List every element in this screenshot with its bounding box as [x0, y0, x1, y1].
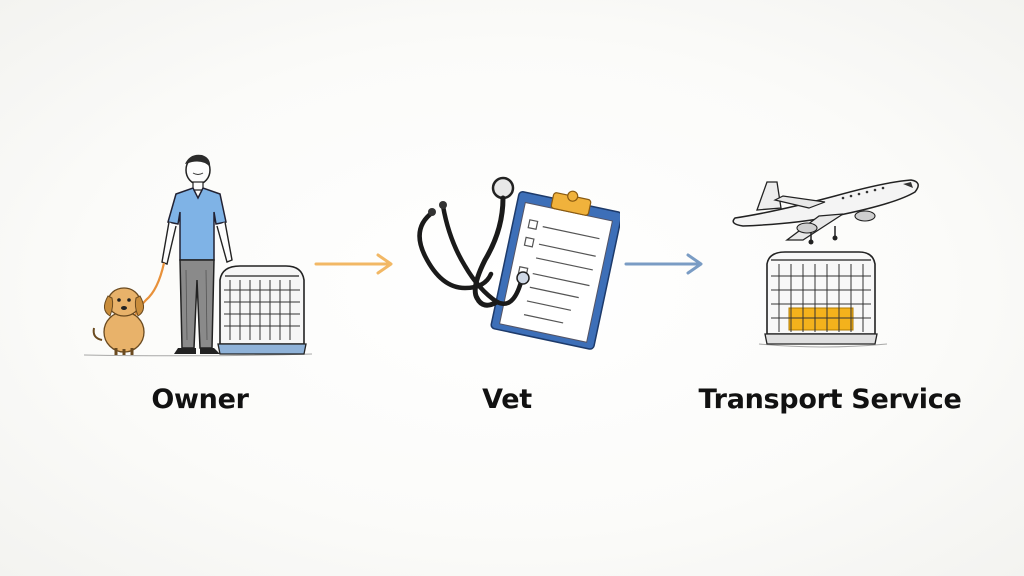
flow-arrow-vet-to-transport [624, 252, 706, 276]
flow-arrow-owner-to-vet [314, 252, 396, 276]
vet-illustration [405, 170, 620, 350]
cargo-crate-icon [758, 251, 888, 348]
stethoscope-clipboard-icon [417, 176, 620, 350]
arrow-right-icon [314, 253, 393, 275]
person-icon [161, 154, 233, 354]
pet-crate-icon [217, 265, 307, 355]
stage-label-owner: Owner [151, 384, 249, 415]
dog-icon [92, 287, 145, 355]
owner-with-dog-and-crate-icon [83, 154, 313, 357]
arrow-right-icon [624, 253, 703, 275]
owner-illustration [80, 150, 320, 365]
clipboard-icon [490, 190, 620, 350]
airplane-and-crate-icon [732, 179, 919, 348]
stage-label-vet: Vet [482, 384, 532, 415]
airplane-icon [732, 179, 919, 245]
transport-illustration [715, 160, 935, 360]
stage-label-transport: Transport Service [698, 384, 962, 415]
stethoscope-icon [417, 176, 530, 308]
